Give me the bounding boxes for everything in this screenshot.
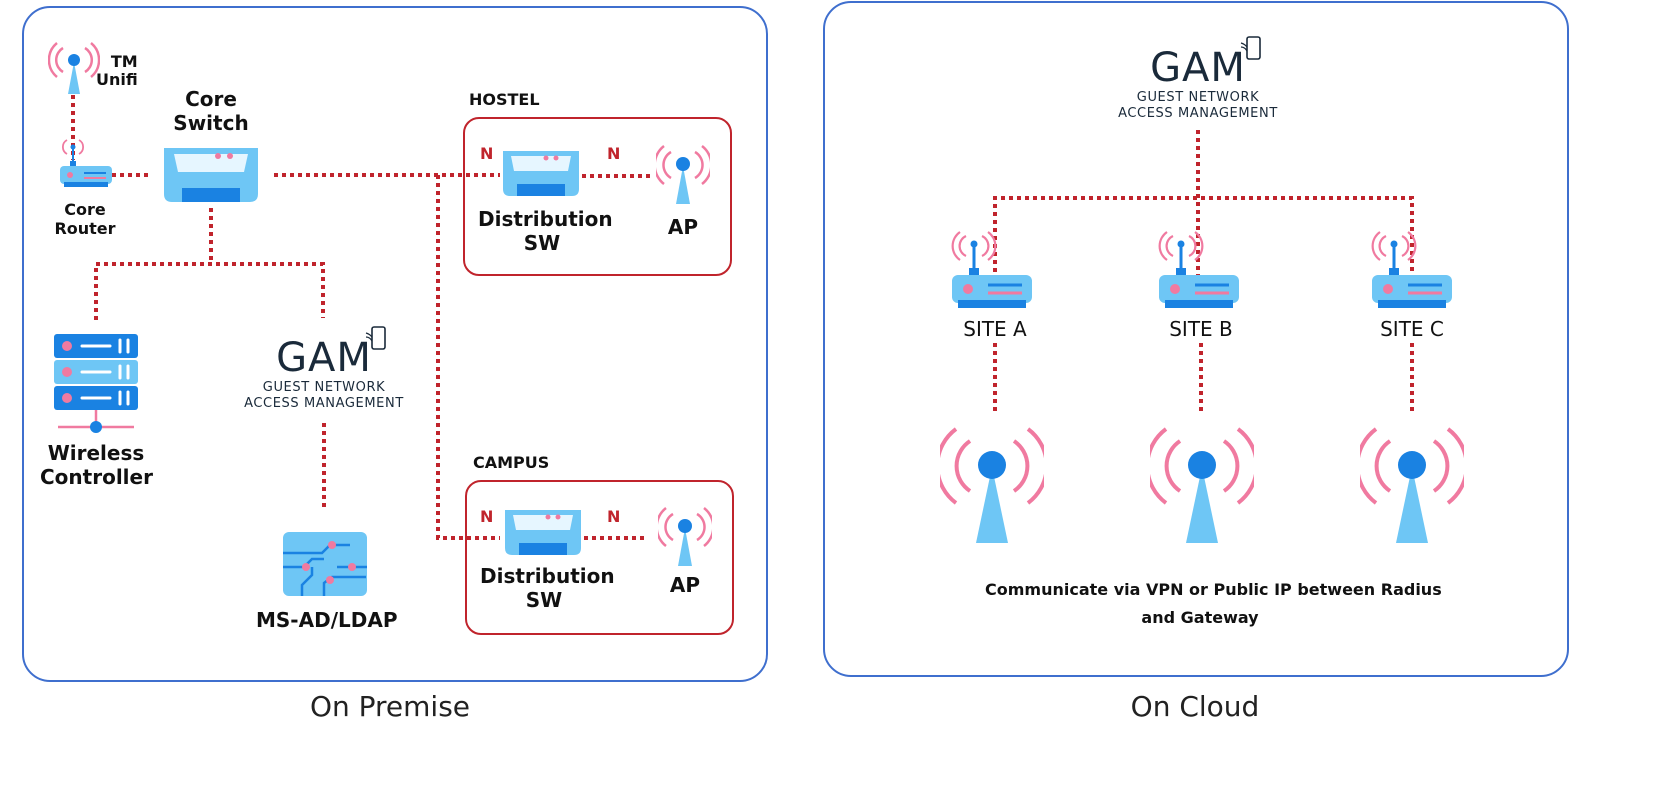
core-switch-label: Core Switch: [160, 87, 262, 135]
site-a-label: SITE A: [963, 317, 1027, 341]
gam-logo-onprem: GAM GUEST NETWORK ACCESS MANAGEMENT: [236, 336, 412, 412]
ldap-label: MS-AD/LDAP: [256, 608, 398, 632]
phone-wifi-icon: [1240, 36, 1261, 60]
campus-title: CAMPUS: [473, 453, 550, 472]
hostel-n-right: N: [607, 144, 621, 163]
hostel-dist-label: Distribution SW: [478, 207, 613, 255]
wireless-controller-label: Wireless Controller: [40, 441, 153, 489]
access-point-icon: [1360, 427, 1464, 543]
phone-wifi-icon: [365, 326, 386, 350]
core-router-line2: Router: [54, 219, 116, 238]
gam-logo-line1: GUEST NETWORK: [1136, 90, 1260, 105]
site-c-label: SITE C: [1380, 317, 1444, 341]
access-point-icon: [658, 507, 712, 566]
on-cloud-panel: [823, 1, 1569, 677]
on-cloud-caption: On Cloud: [1130, 690, 1260, 723]
gam-logo-line1: GUEST NETWORK: [262, 380, 386, 395]
gam-logo-cloud: GAM GUEST NETWORK ACCESS MANAGEMENT: [1110, 46, 1286, 122]
gam-logo-line2: ACCESS MANAGEMENT: [244, 396, 404, 411]
campus-box: [465, 480, 734, 635]
router-icon: [951, 231, 1032, 308]
core-router-line1: Core: [64, 200, 106, 219]
core-switch-line2: Switch: [173, 111, 249, 135]
tm-unifi-line1: TM: [110, 52, 138, 71]
access-point-icon: [940, 427, 1044, 543]
site-b-label: SITE B: [1169, 317, 1233, 341]
gam-logo-title: GAM: [1150, 45, 1246, 91]
hostel-dist-line2: SW: [523, 231, 561, 255]
gam-logo-line2: ACCESS MANAGEMENT: [1118, 106, 1278, 121]
gam-logo-title: GAM: [276, 335, 372, 381]
campus-n-right: N: [607, 507, 621, 526]
switch-icon: [164, 148, 258, 202]
cloud-note-line1: Communicate via VPN or Public IP between…: [985, 580, 1442, 599]
hostel-ap-label: AP: [667, 215, 699, 239]
server-icon: [54, 334, 138, 433]
router-icon: [1158, 231, 1239, 308]
tm-unifi-label: TM Unifi: [96, 53, 138, 89]
router-icon: [1371, 231, 1452, 308]
core-switch-line1: Core: [185, 87, 237, 111]
campus-dist-line2: SW: [525, 588, 563, 612]
access-point-icon: [1150, 427, 1254, 543]
campus-n-left: N: [480, 507, 494, 526]
campus-ap-label: AP: [669, 573, 701, 597]
router-icon: [60, 139, 112, 187]
distribution-switch-icon: [505, 510, 581, 555]
wireless-controller-line1: Wireless: [47, 441, 145, 465]
antenna-icon: [48, 42, 100, 94]
on-premise-caption: On Premise: [309, 690, 471, 723]
distribution-switch-icon: [503, 151, 579, 196]
campus-dist-line1: Distribution: [480, 564, 615, 588]
hostel-box: [463, 117, 732, 276]
hostel-title: HOSTEL: [469, 90, 540, 109]
cloud-note: Communicate via VPN or Public IP between…: [985, 576, 1442, 632]
wireless-controller-line2: Controller: [40, 465, 153, 489]
circuit-board-icon: [283, 532, 367, 596]
core-router-label: Core Router: [52, 200, 118, 238]
access-point-icon: [656, 145, 710, 204]
cloud-note-line2: and Gateway: [1141, 608, 1259, 627]
campus-dist-label: Distribution SW: [480, 564, 615, 612]
hostel-dist-line1: Distribution: [478, 207, 613, 231]
hostel-n-left: N: [480, 144, 494, 163]
tm-unifi-line2: Unifi: [96, 70, 138, 89]
